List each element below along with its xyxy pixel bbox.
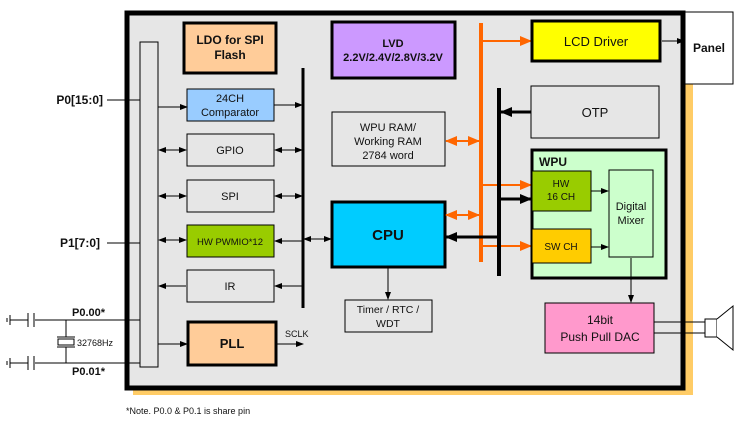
lvd-block <box>330 20 457 80</box>
wpu-label: WPU <box>539 155 567 169</box>
ram-block <box>331 111 446 167</box>
otp-label: OTP <box>582 105 609 120</box>
ram-label-1: WPU RAM/ <box>360 122 417 134</box>
digital-mixer-label-1: Digital <box>616 201 647 213</box>
timer-block <box>344 299 433 333</box>
sw-ch-label: SW CH <box>544 242 577 253</box>
otp-block <box>530 85 660 139</box>
digital-mixer-block <box>608 169 654 258</box>
ir-block <box>186 269 275 303</box>
pwm-label: HW PWMIO*12 <box>197 237 263 248</box>
pin-p000: P0.00* <box>72 307 106 319</box>
hw-ch-block <box>531 170 592 212</box>
panel-box <box>684 11 734 85</box>
crystal-frequency: 32768Hz <box>77 338 114 348</box>
crystal-icon <box>57 320 75 363</box>
dac-block <box>544 302 655 354</box>
spi-block <box>186 179 275 213</box>
ram-label-3: 2784 word <box>362 150 413 162</box>
speaker-icon <box>704 304 734 352</box>
digital-mixer-label-2: Mixer <box>618 215 645 227</box>
sclk-label: SCLK <box>285 329 309 339</box>
ldo-label-2: Flash <box>214 48 245 62</box>
lvd-label-1: LVD <box>382 38 403 50</box>
panel-label: Panel <box>693 41 725 55</box>
lcd-driver-block <box>530 19 662 63</box>
ldo-label-1: LDO for SPI <box>196 33 263 47</box>
dac-label-1: 14bit <box>587 313 614 327</box>
pll-block <box>186 320 278 367</box>
footnote: *Note. P0.0 & P0.1 is share pin <box>126 406 250 416</box>
spi-label: SPI <box>221 191 239 203</box>
capacitor-icon <box>6 313 35 327</box>
lcd-driver-label: LCD Driver <box>564 34 629 49</box>
sw-ch-block <box>531 228 592 264</box>
ram-label-2: Working RAM <box>354 136 422 148</box>
cpu-label: CPU <box>372 227 404 244</box>
timer-label-2: WDT <box>376 318 400 330</box>
pin-p001: P0.01* <box>72 366 106 378</box>
pll-label: PLL <box>220 336 245 351</box>
ir-label: IR <box>225 281 236 293</box>
hw-ch-label-1: HW <box>553 179 570 190</box>
dac-label-2: Push Pull DAC <box>560 330 640 344</box>
comparator-label-1: 24CH <box>216 93 244 105</box>
capacitor-icon <box>6 356 35 370</box>
pin-p0: P0[15:0] <box>56 93 103 107</box>
hw-ch-label-2: 16 CH <box>547 192 575 203</box>
cpu-block <box>330 200 447 269</box>
io-mux-bar <box>139 41 159 368</box>
timer-label-1: Timer / RTC / <box>357 304 419 316</box>
comparator-label-2: Comparator <box>201 107 259 119</box>
ldo-block <box>182 21 278 75</box>
comparator-block <box>186 88 275 122</box>
pin-p1: P1[7:0] <box>60 236 100 250</box>
gpio-label: GPIO <box>216 145 244 157</box>
lvd-label-2: 2.2V/2.4V/2.8V/3.2V <box>343 52 443 64</box>
